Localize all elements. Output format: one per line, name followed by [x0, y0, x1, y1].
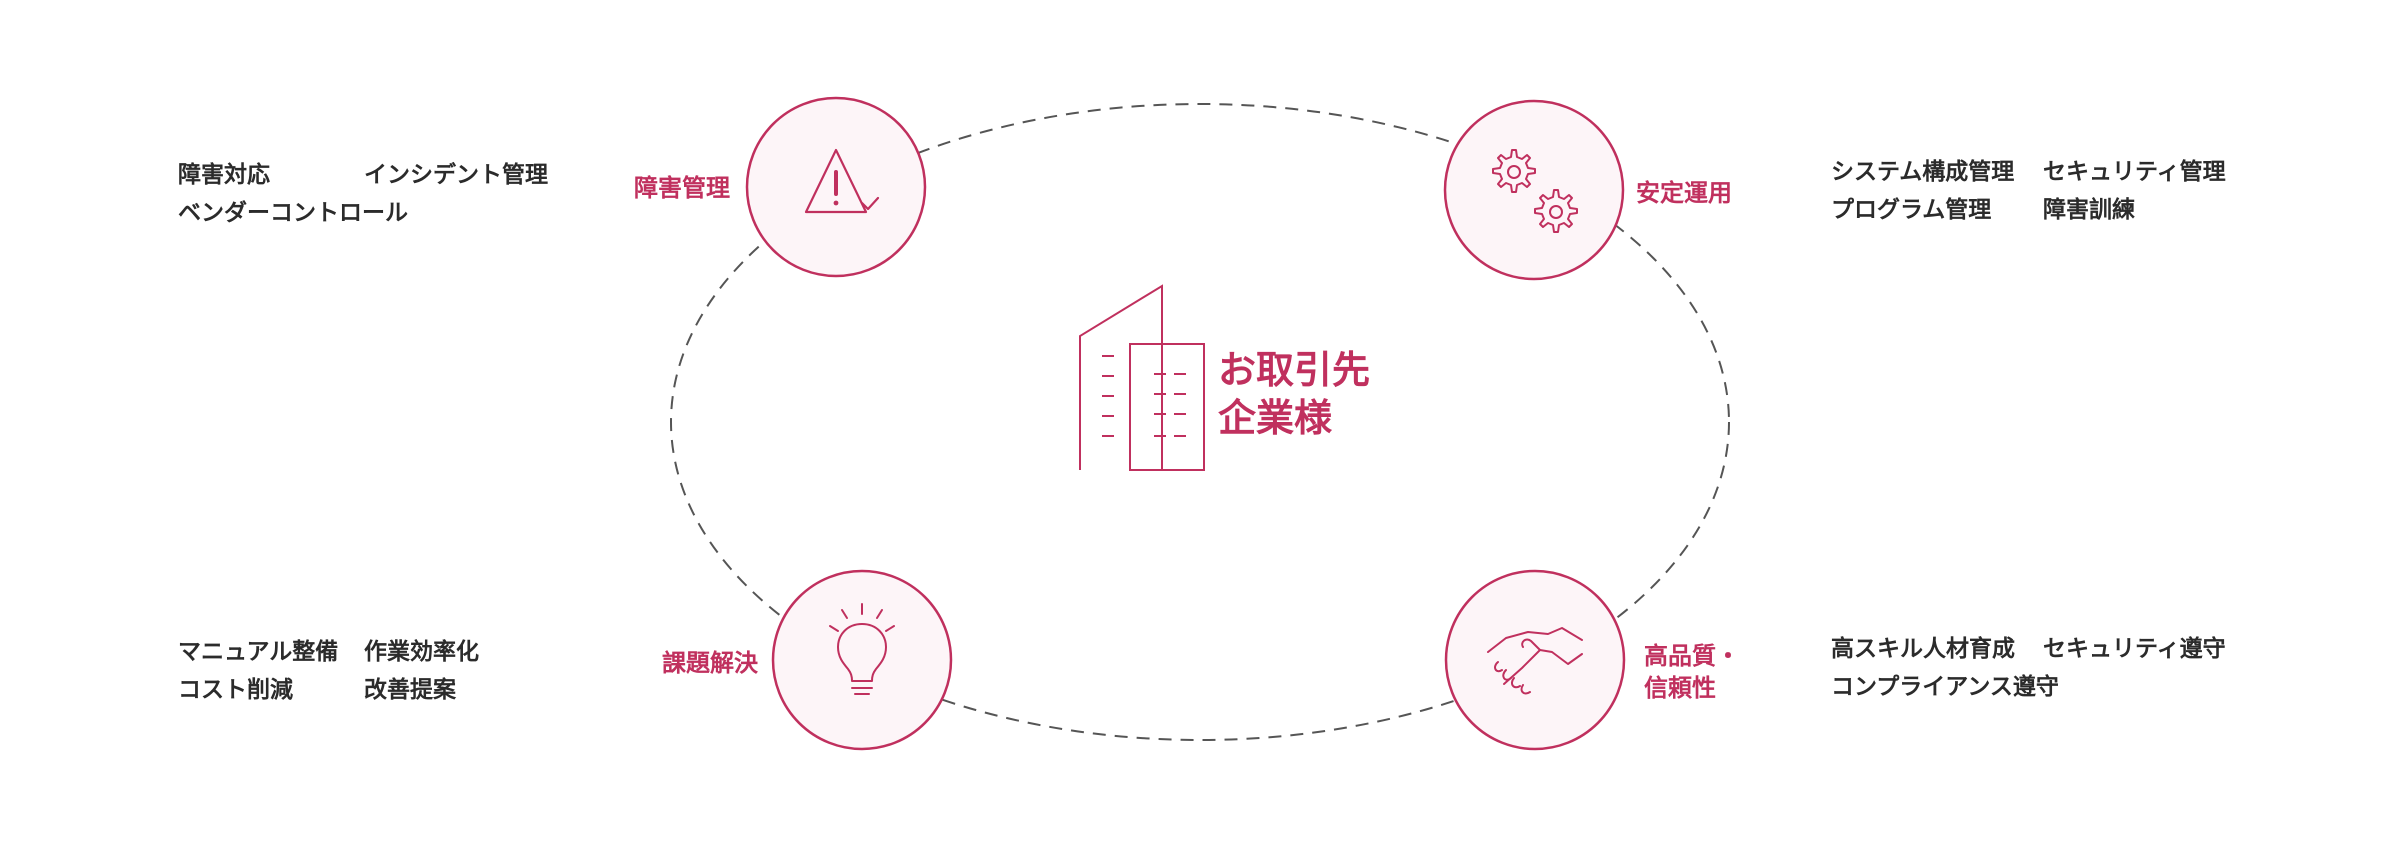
desc-row: マニュアル整備 作業効率化 — [178, 633, 479, 671]
desc-item: マニュアル整備 — [178, 639, 339, 665]
desc-row: ベンダーコントロール — [178, 194, 548, 232]
center-title-line2: 企業様 — [1218, 396, 1333, 440]
desc-item: 改善提案 — [364, 677, 456, 703]
gears-icon — [1492, 149, 1578, 233]
desc-item: インシデント管理 — [364, 162, 548, 188]
desc-item: システム構成管理 — [1831, 159, 2015, 185]
node-label-quality: 高品質・ 信頼性 — [1644, 642, 1740, 702]
desc-item: セキュリティ管理 — [2043, 159, 2226, 185]
desc-row: コスト削減 改善提案 — [178, 671, 479, 709]
desc-incident: 障害対応 インシデント管理 ベンダーコントロール — [178, 156, 548, 232]
desc-item: 障害訓練 — [2043, 197, 2135, 223]
warning-check-icon — [804, 148, 880, 214]
node-circle-stable — [1443, 99, 1625, 281]
desc-item: 障害対応 — [178, 162, 270, 188]
node-circle-quality — [1444, 569, 1626, 751]
relationship-ring — [670, 103, 1730, 741]
desc-problem: マニュアル整備 作業効率化 コスト削減 改善提案 — [178, 633, 479, 709]
node-circle-problem — [771, 569, 953, 751]
handshake-icon — [1487, 627, 1583, 695]
desc-row: コンプライアンス遵守 — [1831, 668, 2226, 706]
center-title: お取引先 企業様 — [1218, 346, 1370, 442]
desc-item: ベンダーコントロール — [178, 200, 408, 226]
desc-item: コンプライアンス遵守 — [1831, 674, 2059, 700]
desc-item: 高スキル人材育成 — [1831, 636, 2015, 662]
center-title-line1: お取引先 — [1218, 348, 1371, 392]
node-label-problem: 課題解決 — [662, 649, 758, 677]
node-label-stable: 安定運用 — [1636, 179, 1732, 207]
desc-row: 障害対応 インシデント管理 — [178, 156, 548, 194]
lightbulb-icon — [829, 603, 895, 695]
desc-row: プログラム管理 障害訓練 — [1831, 191, 2226, 229]
building-icon — [1079, 284, 1205, 471]
desc-item: 作業効率化 — [364, 639, 479, 665]
desc-item: プログラム管理 — [1831, 197, 1992, 223]
desc-quality: 高スキル人材育成 セキュリティ遵守 コンプライアンス遵守 — [1831, 630, 2226, 706]
desc-row: 高スキル人材育成 セキュリティ遵守 — [1831, 630, 2226, 668]
node-label-incident: 障害管理 — [634, 174, 730, 202]
desc-stable: システム構成管理 セキュリティ管理 プログラム管理 障害訓練 — [1831, 153, 2226, 229]
desc-item: セキュリティ遵守 — [2043, 636, 2226, 662]
desc-row: システム構成管理 セキュリティ管理 — [1831, 153, 2226, 191]
desc-item: コスト削減 — [178, 677, 293, 703]
